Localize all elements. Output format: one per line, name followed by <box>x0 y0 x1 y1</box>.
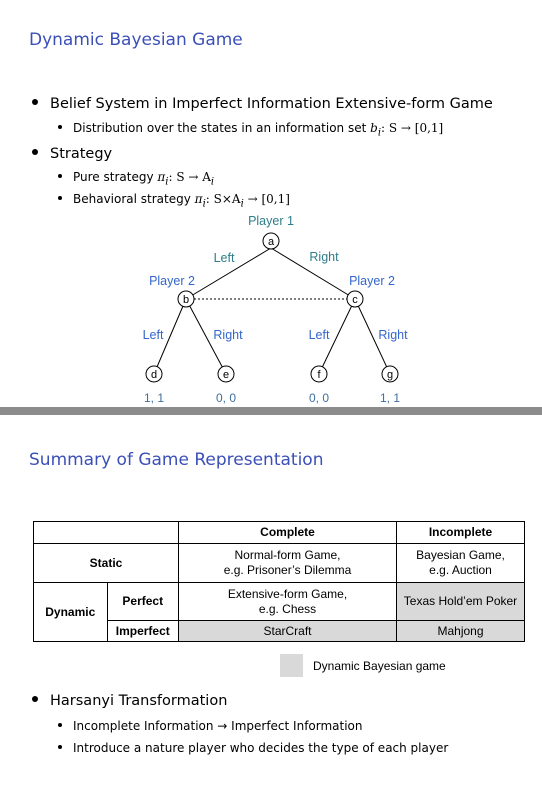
header-incomplete: Incomplete <box>396 521 525 544</box>
pure-strategy-formula: πi: S → Ai <box>157 170 215 188</box>
bullet-harsanyi: Harsanyi Transformation <box>32 693 227 709</box>
node-a <box>262 232 280 250</box>
slide-dynamic-bayesian-game: Dynamic Bayesian Game Belief System in I… <box>29 30 493 405</box>
bullet-dot <box>58 124 62 129</box>
player1-label: Player 1 <box>248 214 294 228</box>
node-c <box>346 290 364 308</box>
bullet-dot <box>32 149 38 155</box>
cell-perfect-incomplete: Texas Hold’em Poker <box>396 582 525 621</box>
edge-c-g <box>354 298 391 375</box>
edge-label-c-left: Left <box>309 328 330 342</box>
row-dynamic-label: Dynamic <box>33 582 108 642</box>
cell-imperfect-complete: StarCraft <box>178 620 397 642</box>
legend-label: Dynamic Bayesian game <box>313 659 446 673</box>
row-perfect-label: Perfect <box>106 582 179 621</box>
behavioral-strategy-formula: πi: S×Ai → [0,1] <box>194 192 290 210</box>
sub-bullet-distribution: Distribution over the states in an infor… <box>58 121 443 138</box>
edge-label-b-right: Right <box>213 328 243 342</box>
cell-static-incomplete: Bayesian Game, e.g. Auction <box>396 543 525 583</box>
node-d-label: d <box>151 369 157 381</box>
node-f-label: f <box>317 369 321 381</box>
edge-a-c <box>270 247 356 300</box>
edge-c-f <box>318 298 356 375</box>
bullet-dot <box>32 99 38 105</box>
node-b <box>177 290 195 308</box>
player2-right-label: Player 2 <box>349 274 395 288</box>
node-g <box>381 365 399 383</box>
slide-title: Dynamic Bayesian Game <box>29 30 243 50</box>
edge-b-e <box>185 298 227 375</box>
slide-divider <box>0 407 542 415</box>
bullet-dot <box>58 744 62 749</box>
edge-label-c-right: Right <box>378 328 408 342</box>
edge-label-a-left: Left <box>214 251 235 265</box>
player2-left-label: Player 2 <box>149 274 195 288</box>
sub-bullet-pure-strategy: Pure strategy πi: S → Ai <box>58 170 214 187</box>
row-static-label: Static <box>33 543 179 583</box>
table-corner-cell <box>33 521 179 544</box>
slide-title: Summary of Game Representation <box>29 450 324 470</box>
node-c-label: c <box>352 294 358 306</box>
bullet-strategy: Strategy <box>32 146 112 162</box>
payoff-d: 1, 1 <box>144 391 164 405</box>
legend-swatch <box>280 654 303 677</box>
header-complete: Complete <box>178 521 397 544</box>
payoff-f: 0, 0 <box>309 391 329 405</box>
payoff-e: 0, 0 <box>216 391 236 405</box>
edge-label-b-left: Left <box>143 328 164 342</box>
node-g-label: g <box>387 369 393 381</box>
bullet-dot <box>58 195 62 200</box>
node-a-label: a <box>268 236 275 248</box>
node-b-label: b <box>183 294 189 306</box>
game-tree: a b c d e f g Player 1 Player 2 Player 2… <box>143 214 409 405</box>
edge-b-d <box>153 298 187 375</box>
node-e <box>217 365 235 383</box>
game-representation-table: Complete Incomplete Static Normal-form G… <box>33 521 525 642</box>
node-f <box>310 365 328 383</box>
bullet-belief-system: Belief System in Imperfect Information E… <box>32 96 493 112</box>
edge-a-b <box>185 247 272 300</box>
edge-label-a-right: Right <box>309 250 339 264</box>
cell-static-complete: Normal-form Game, e.g. Prisoner’s Dilemm… <box>178 543 397 583</box>
node-e-label: e <box>223 369 229 381</box>
sub-bullet-nature-player: Introduce a nature player who decides th… <box>58 741 448 755</box>
slide-summary-of-game-representation: Summary of Game Representation Complete … <box>0 415 542 796</box>
payoff-g: 1, 1 <box>380 391 400 405</box>
cell-perfect-complete: Extensive-form Game, e.g. Chess <box>178 582 397 621</box>
sub-bullet-incomplete-to-imperfect: Incomplete Information → Imperfect Infor… <box>58 719 363 733</box>
node-d <box>145 365 163 383</box>
bullet-dot <box>32 696 38 702</box>
row-imperfect-label: Imperfect <box>106 620 179 642</box>
sub-bullet-behavioral-strategy: Behavioral strategy πi: S×Ai → [0,1] <box>58 192 290 209</box>
belief-formula: bi: S → [0,1] <box>370 121 444 139</box>
cell-imperfect-incomplete: Mahjong <box>396 620 525 642</box>
bullet-dot <box>58 722 62 727</box>
bullet-dot <box>58 173 62 178</box>
